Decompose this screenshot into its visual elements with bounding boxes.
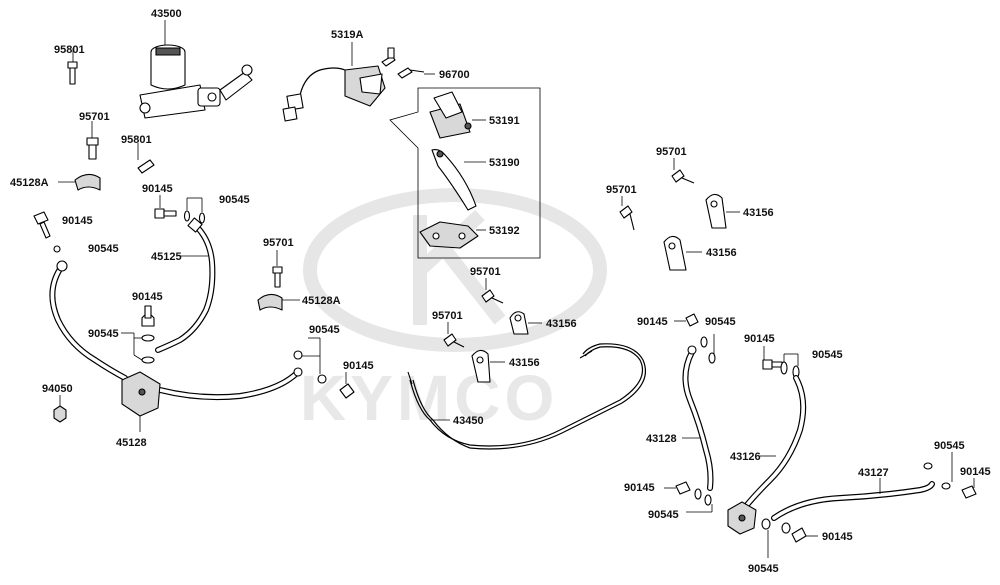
callout-labels: 43500 95801 95701 95801 45128A 90145 905… [10, 8, 991, 575]
label-43127: 43127 [858, 467, 889, 479]
part-53190 [431, 149, 486, 211]
clamp-45128A-a [58, 173, 101, 191]
bolt-90145-f [762, 346, 783, 370]
label-90545-e: 90545 [705, 316, 736, 328]
label-90145-g: 90145 [624, 482, 655, 494]
cable-43450 [407, 343, 647, 450]
label-43450: 43450 [453, 415, 484, 427]
label-53192: 53192 [489, 225, 520, 237]
label-95701-d: 95701 [432, 310, 463, 322]
label-90545-d: 90545 [309, 324, 340, 336]
washers-90545-i [923, 452, 953, 490]
label-45128A-b: 45128A [302, 295, 341, 307]
part-53191 [429, 91, 486, 139]
label-90145-f: 90145 [744, 333, 775, 345]
bolt-90145-a [33, 211, 51, 239]
label-90545-g: 90545 [648, 509, 679, 521]
label-90545-f: 90545 [812, 349, 843, 361]
screw-small-a [381, 47, 396, 67]
part-53192 [419, 221, 486, 249]
washers-90545-a [183, 197, 206, 224]
label-94050: 94050 [42, 383, 73, 395]
hose-43126 [743, 375, 807, 509]
clip-43156-b [471, 349, 505, 383]
label-90145-e: 90145 [637, 316, 668, 328]
label-53190: 53190 [489, 157, 520, 169]
label-45128: 45128 [116, 437, 147, 449]
washer-90545-b [53, 245, 61, 253]
master-cylinder [139, 20, 253, 119]
bolt-90145-d [339, 372, 355, 399]
clip-43156-a [509, 311, 542, 335]
label-95701-b: 95701 [263, 237, 294, 249]
bolt-95701-b [272, 250, 283, 288]
kymco-watermark: KYMCO [300, 188, 607, 434]
bolt-95801-a [67, 48, 78, 85]
label-95801-b: 95801 [121, 134, 152, 146]
label-95701-f: 95701 [606, 184, 637, 196]
washers-90545-g [686, 488, 713, 513]
label-90145-i: 90145 [960, 466, 991, 478]
washers-90545-h [761, 518, 791, 558]
label-95701-a: 95701 [79, 111, 110, 123]
washers-90545-d [293, 337, 327, 384]
bolt-90145-h [791, 527, 818, 543]
label-90545-h: 90545 [748, 563, 779, 575]
bolt-90145-i [961, 478, 977, 499]
label-90145-a: 90145 [62, 215, 93, 227]
bolt-95701-a [86, 121, 99, 160]
label-90545-a: 90545 [219, 194, 250, 206]
bolt-90145-e [674, 313, 699, 327]
label-43128: 43128 [646, 433, 677, 445]
watermark-text: KYMCO [300, 362, 558, 434]
bolt-90145-g [664, 481, 691, 495]
clamp-45128A-b [257, 293, 300, 311]
bolt-90145-b [154, 195, 177, 219]
caliper-junction [727, 501, 757, 535]
bolt-95701-e [671, 158, 695, 184]
label-53191: 53191 [489, 115, 520, 127]
clip-43156-d [663, 235, 702, 271]
bolt-95701-f [619, 196, 635, 231]
clip-43156-c [705, 193, 740, 229]
label-90145-d: 90145 [343, 360, 374, 372]
label-95701-e: 95701 [656, 146, 687, 158]
label-43156-d: 43156 [706, 247, 737, 259]
label-95701-c: 95701 [470, 266, 501, 278]
washers-90545-f [780, 353, 800, 379]
label-43156-a: 43156 [546, 318, 577, 330]
label-90545-i: 90545 [934, 440, 965, 452]
bolt-95701-d [443, 322, 465, 348]
hose-main-left [49, 260, 303, 401]
bolt-95801-b [137, 143, 155, 174]
label-45125: 45125 [151, 251, 182, 263]
label-43156-c: 43156 [743, 207, 774, 219]
label-43156-b: 43156 [509, 357, 540, 369]
label-43126: 43126 [730, 451, 761, 463]
switch-detail-box [389, 87, 541, 259]
label-5319A: 5319A [331, 29, 363, 41]
label-90145-c: 90145 [132, 291, 163, 303]
hose-45125 [155, 217, 216, 353]
label-95801-a: 95801 [54, 44, 85, 56]
label-96700: 96700 [439, 69, 470, 81]
label-90145-h: 90145 [822, 531, 853, 543]
switch-assembly-5319A [282, 42, 386, 122]
hose-43128 [682, 345, 714, 491]
bolt-95701-c [481, 278, 504, 304]
hose-43127 [771, 478, 935, 521]
washers-90545-e [700, 334, 716, 364]
caliper-bracket-45128 [121, 371, 161, 432]
washers-90545-c [121, 332, 155, 364]
label-43500: 43500 [151, 8, 182, 20]
label-90145-b: 90145 [142, 183, 173, 195]
bolt-90145-c [141, 305, 155, 327]
label-90545-c: 90545 [88, 328, 119, 340]
nut-94050 [53, 395, 67, 423]
label-90545-b: 90545 [88, 243, 119, 255]
label-45128A-a: 45128A [10, 177, 49, 189]
screw-96700 [397, 67, 435, 79]
